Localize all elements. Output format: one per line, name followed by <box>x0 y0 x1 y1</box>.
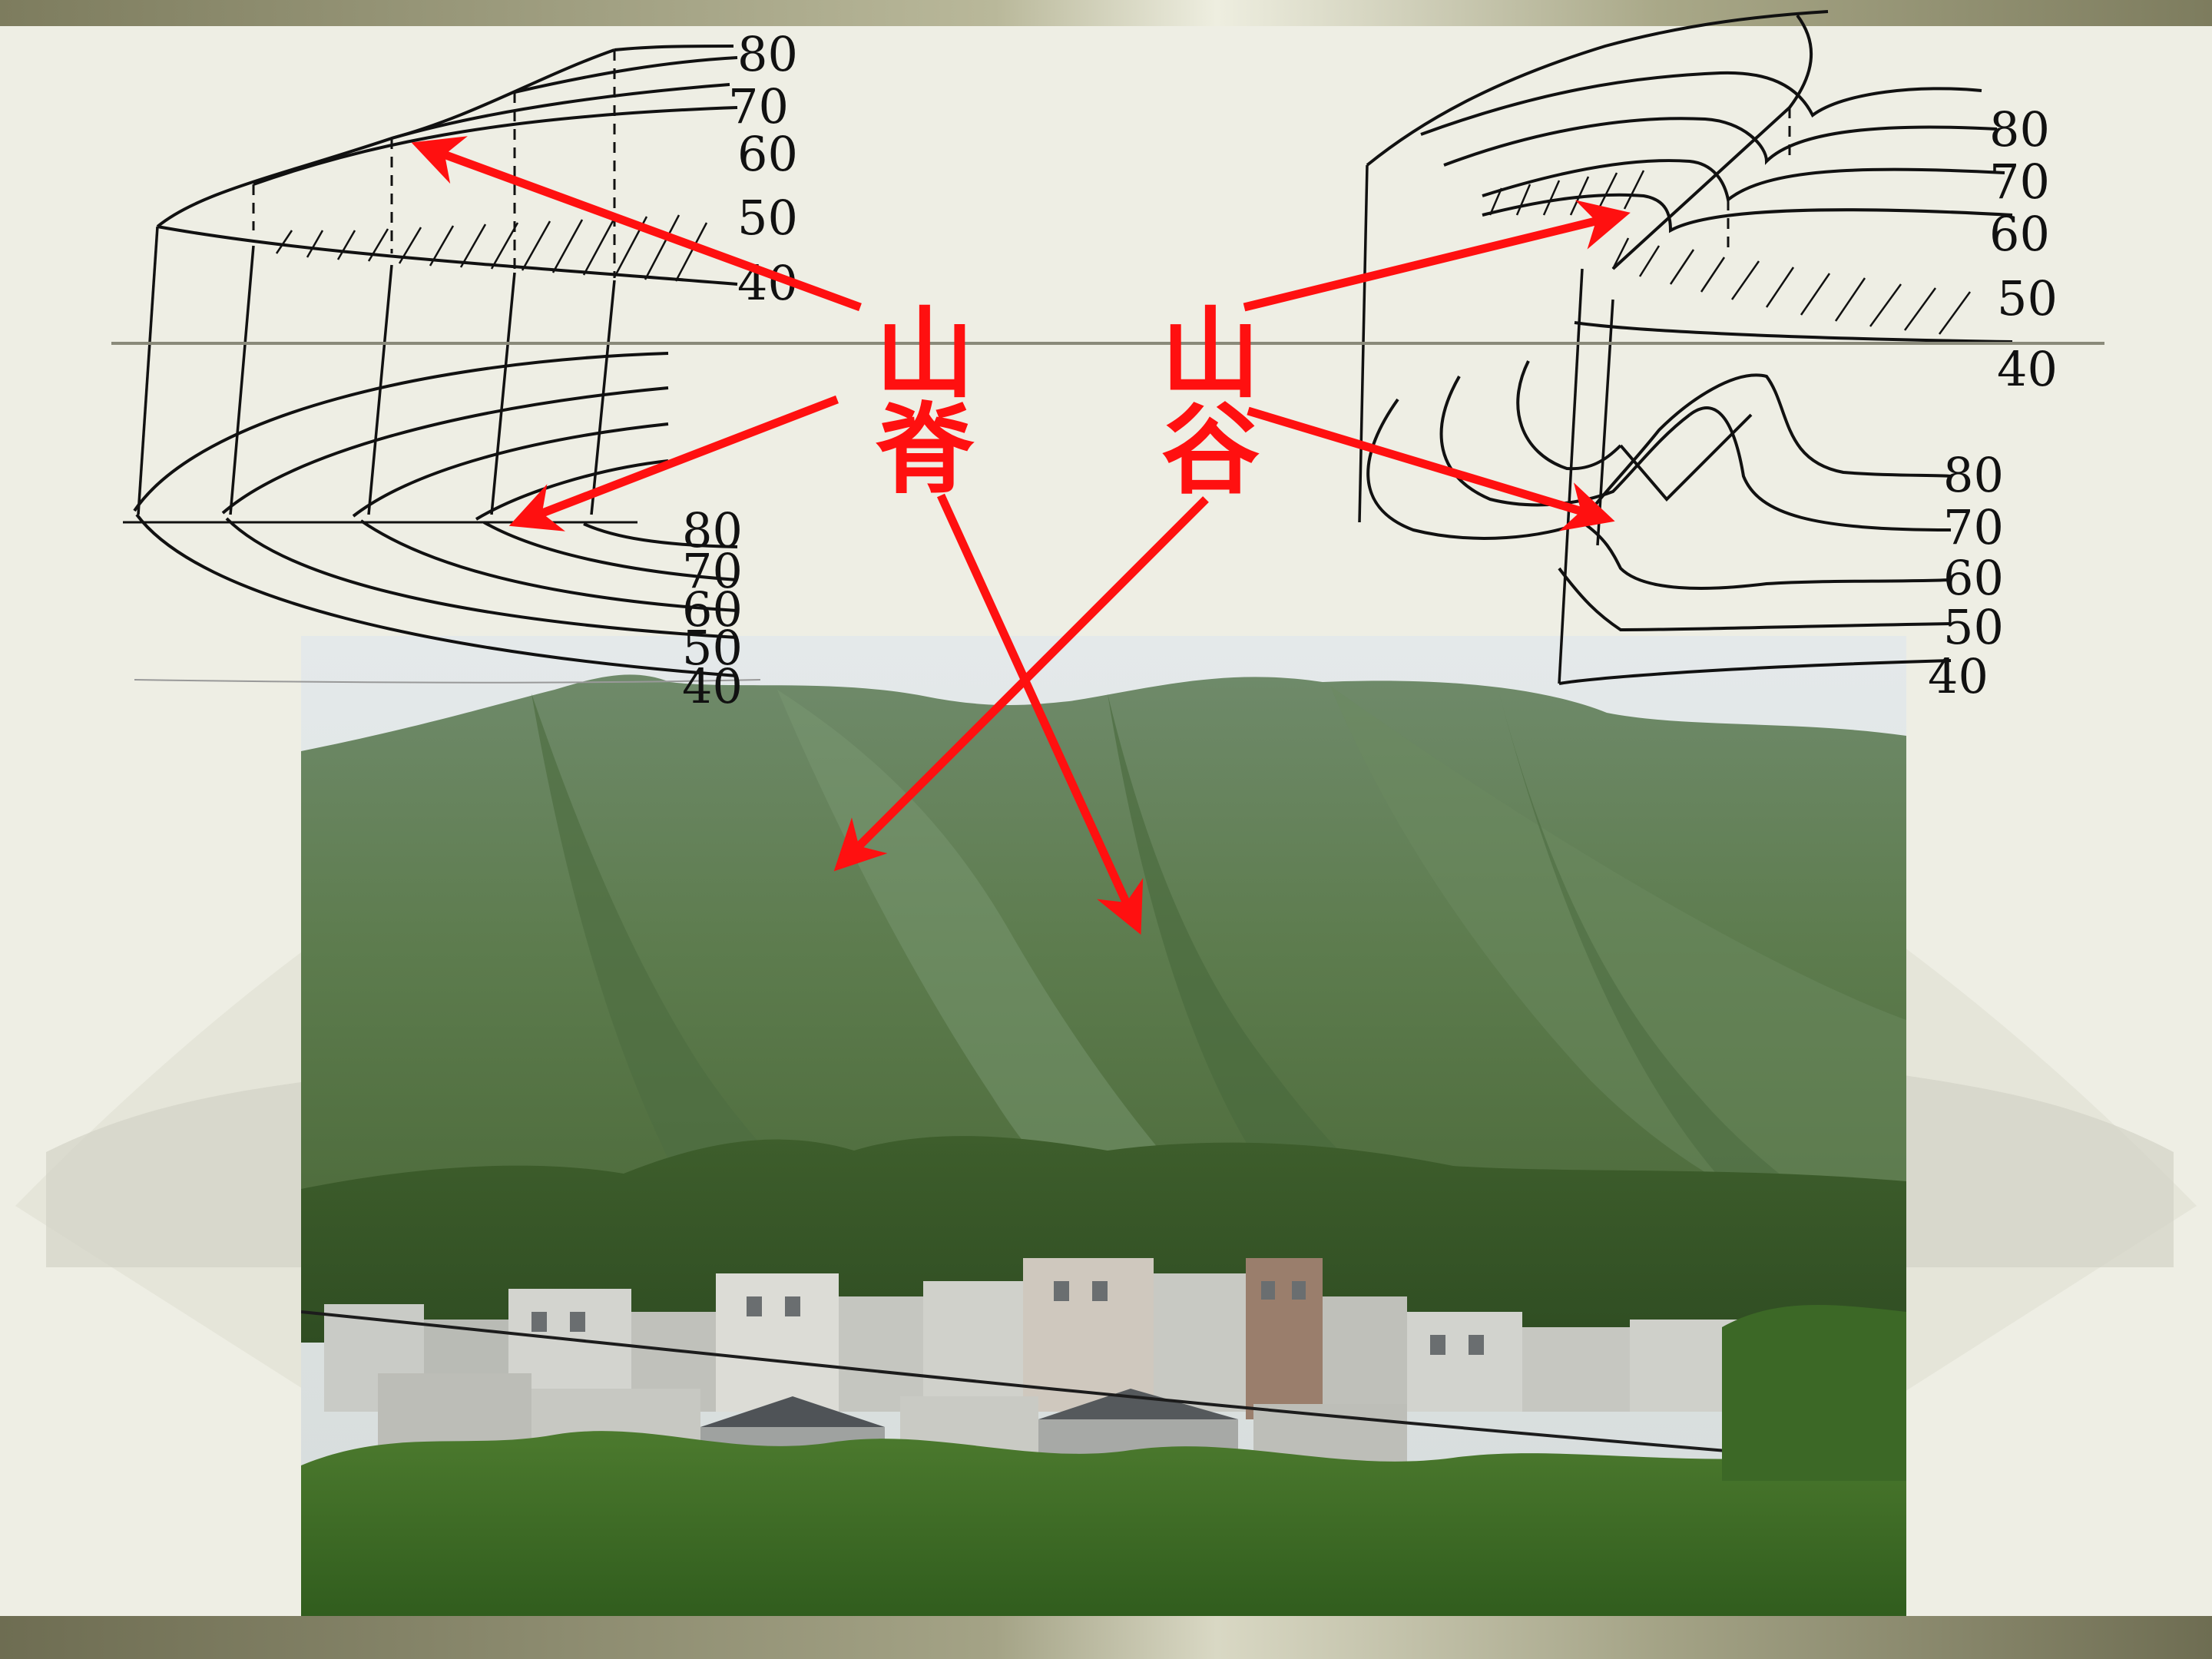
arrow-ridge-to-photo <box>941 495 1137 926</box>
arrow-ridge-to-upper-diagram <box>421 146 860 307</box>
bottom-decor-bar <box>0 1616 2212 1659</box>
arrow-valley-to-lower-contours <box>1248 411 1605 518</box>
arrow-valley-to-upper-diagram <box>1244 215 1621 307</box>
ridge-label-char-2: 脊 <box>876 393 975 508</box>
arrow-valley-to-photo <box>841 499 1206 864</box>
valley-label-char-2: 谷 <box>1161 393 1260 508</box>
arrow-ridge-to-lower-contours <box>518 399 837 522</box>
